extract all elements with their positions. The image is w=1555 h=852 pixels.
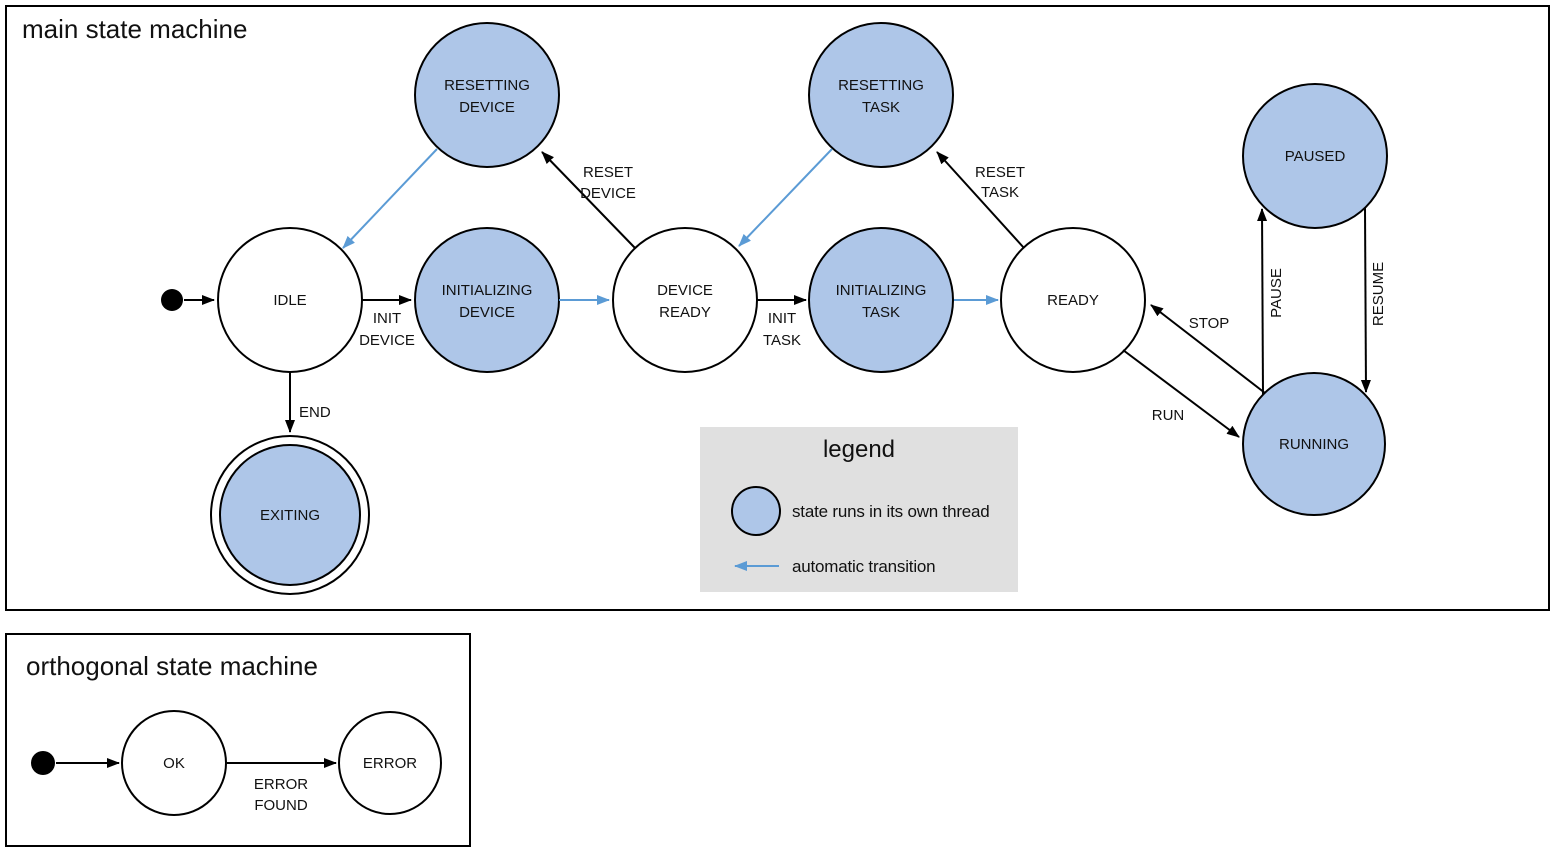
transition-resetting-task-device-ready <box>738 148 833 247</box>
transition-ok-error-label: FOUND <box>254 797 307 814</box>
initial-state-dot <box>161 289 183 311</box>
initial-state-dot <box>31 751 55 775</box>
state-circle <box>1000 227 1146 373</box>
orthogonal-machine-title: orthogonal state machine <box>26 651 318 681</box>
state-circle <box>1242 372 1386 516</box>
orthogonal-state-machine-frame <box>5 633 471 847</box>
legend-thread-label: state runs in its own thread <box>792 502 990 521</box>
transition-paused-running <box>1360 207 1371 393</box>
transition-running-paused <box>1257 208 1268 396</box>
state-circle <box>1242 83 1388 229</box>
transition-ready-resetting-task-label: RESET <box>975 164 1025 181</box>
transition-paused-running-label: RESUME <box>1370 262 1387 326</box>
legend-title: legend <box>822 436 896 463</box>
state-circle <box>414 227 560 373</box>
state-error: ERROR <box>338 711 442 815</box>
transition-idle-initializing-device-label: INIT <box>373 310 401 327</box>
state-circle <box>414 22 560 168</box>
transition-ready-running-label: RUN <box>1152 407 1185 424</box>
state-idle: IDLE <box>217 227 363 373</box>
state-circle <box>612 227 758 373</box>
legend-thread-state-icon <box>731 486 781 536</box>
transition-device-ready-initializing-task-label: INIT <box>768 310 796 327</box>
transition-device-ready-initializing-task-label: TASK <box>763 332 801 349</box>
state-circle <box>338 711 442 815</box>
state-idle-label: IDLE <box>273 292 306 309</box>
main-machine-title: main state machine <box>22 14 248 44</box>
state-ready: READY <box>1000 227 1146 373</box>
transition-running-ready <box>1150 304 1266 394</box>
orthogonal-state-machine: OK ERROR ERROR FOUND <box>5 633 471 847</box>
state-exiting-label: EXITING <box>260 507 320 524</box>
legend-auto-transition-label: automatic transition <box>792 557 936 576</box>
state-ready-label: READY <box>1047 292 1099 309</box>
state-circle <box>808 227 954 373</box>
state-error-label: ERROR <box>363 755 417 772</box>
transition-resetting-device-idle <box>342 148 438 249</box>
main-state-machine-frame <box>5 5 1550 611</box>
transition-idle-exiting-label: END <box>299 404 331 421</box>
transition-ok-error-label: ERROR <box>254 776 308 793</box>
state-exiting: EXITING <box>210 435 370 595</box>
state-running-label: RUNNING <box>1279 436 1349 453</box>
transition-running-ready-label: STOP <box>1189 315 1230 332</box>
transition-ready-resetting-task-label: TASK <box>981 184 1019 201</box>
state-ok-label: OK <box>163 755 185 772</box>
state-ok: OK <box>121 710 227 816</box>
state-circle <box>121 710 227 816</box>
final-state-inner-circle <box>219 444 361 586</box>
transition-device-ready-resetting-device-label: DEVICE <box>580 185 636 202</box>
transition-device-ready-resetting-device-label: RESET <box>583 164 633 181</box>
state-circle <box>808 22 954 168</box>
state-paused-label: PAUSED <box>1285 148 1346 165</box>
transition-running-paused-label: PAUSE <box>1268 268 1285 318</box>
transition-device-ready-resetting-device <box>541 151 636 249</box>
transition-idle-initializing-device-label: DEVICE <box>359 332 415 349</box>
state-paused: PAUSED <box>1242 83 1388 229</box>
legend <box>700 427 1018 592</box>
state-running: RUNNING <box>1242 372 1386 516</box>
transition-ready-running <box>1122 349 1240 438</box>
transition-ready-resetting-task <box>936 151 1025 249</box>
